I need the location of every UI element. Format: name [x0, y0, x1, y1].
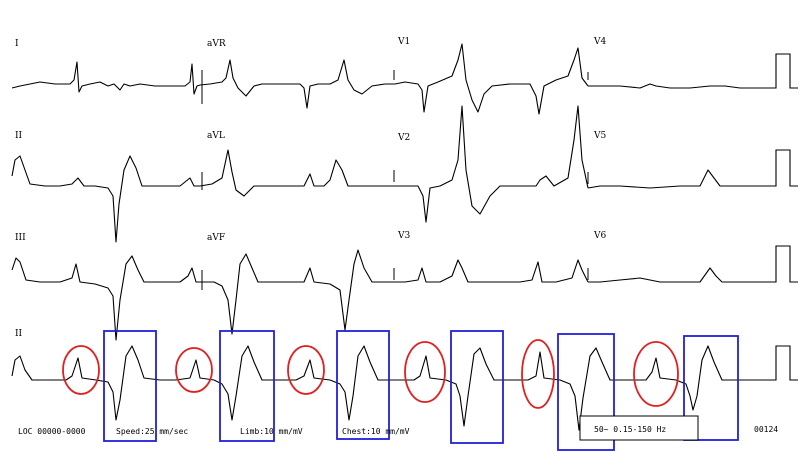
- qrs-box-marker: [557, 333, 615, 451]
- p-wave-circle-marker: [633, 341, 679, 407]
- trace-lead-V6: [588, 267, 768, 283]
- p-wave-circle-marker: [175, 347, 213, 393]
- qrs-box-marker: [336, 330, 390, 440]
- lead-label-V1: V1: [397, 37, 410, 47]
- qrs-box-marker: [103, 330, 157, 442]
- lead-label-I: I: [15, 39, 19, 49]
- filter-settings-box: [579, 415, 699, 441]
- trace-lead-II: [11, 155, 200, 243]
- p-wave-circle-marker: [287, 345, 325, 395]
- qrs-box-marker: [219, 330, 275, 442]
- trace-lead-V4: [588, 83, 768, 89]
- lead-label-V6: V6: [593, 231, 606, 241]
- footer-page-number: 00124: [754, 425, 778, 434]
- footer-speed: Speed:25 mm/sec: [116, 427, 188, 436]
- p-wave-circle-marker: [62, 345, 100, 395]
- lead-label-aVF: aVF: [207, 233, 225, 243]
- lead-label-V4: V4: [593, 37, 606, 47]
- calibration-pulse-row4: [768, 345, 798, 381]
- lead-label-V5: V5: [593, 131, 606, 141]
- trace-lead-II-rhythm: [11, 345, 768, 431]
- trace-lead-V2: [395, 105, 589, 223]
- footer-chest: Chest:10 mm/mV: [342, 427, 410, 436]
- p-wave-circle-marker: [404, 341, 446, 403]
- trace-lead-aVF: [200, 249, 395, 335]
- trace-lead-III: [11, 255, 200, 341]
- trace-lead-I: [11, 61, 201, 95]
- trace-lead-aVL: [199, 149, 395, 197]
- lead-label-II-rhythm: II: [15, 329, 23, 339]
- trace-lead-V1: [394, 43, 589, 115]
- lead-label-V3: V3: [397, 231, 410, 241]
- calibration-pulse-row2: [768, 149, 798, 187]
- footer-limb: Limb:10 mm/mV: [240, 427, 303, 436]
- calibration-pulse-row3: [768, 245, 798, 283]
- p-wave-circle-marker: [521, 339, 555, 409]
- calibration-pulse-row1: [768, 53, 798, 89]
- trace-lead-aVR: [199, 59, 395, 109]
- lead-label-V2: V2: [397, 133, 410, 143]
- trace-lead-V3: [395, 259, 589, 283]
- lead-label-II: II: [15, 131, 23, 141]
- lead-label-aVL: aVL: [207, 131, 225, 141]
- lead-label-aVR: aVR: [207, 39, 226, 49]
- qrs-box-marker: [450, 330, 504, 444]
- qrs-box-marker: [683, 335, 739, 441]
- lead-label-III: III: [15, 233, 26, 243]
- trace-lead-V5: [587, 169, 768, 189]
- filter-settings-text: 50~ 0.15-150 Hz: [594, 425, 666, 434]
- footer-loc: LOC 00000-0000: [18, 427, 86, 436]
